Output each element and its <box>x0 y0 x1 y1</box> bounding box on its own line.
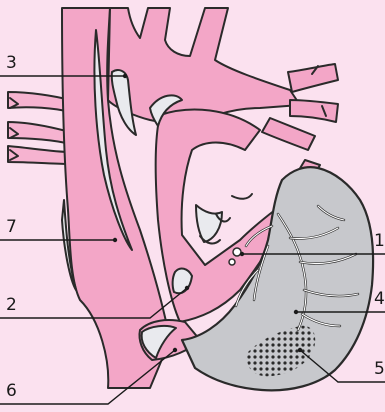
label-3: 3 <box>6 53 17 73</box>
label-1: 1 <box>374 231 385 251</box>
label-2: 2 <box>6 295 17 315</box>
label-7: 7 <box>6 217 17 237</box>
label-6: 6 <box>6 381 17 401</box>
label-5: 5 <box>374 359 385 379</box>
label-4: 4 <box>374 289 385 309</box>
